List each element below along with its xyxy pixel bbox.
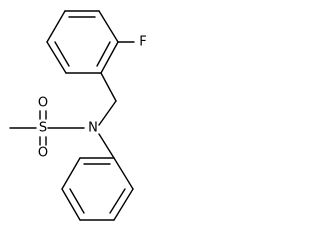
bond-ring2-c4-c5 <box>61 188 81 221</box>
bond-ring1-inner-right <box>96 41 111 67</box>
bond-n-phenyl <box>98 133 115 159</box>
atom-label-oxygen-lower: O <box>38 146 48 161</box>
bond-ring1-inner-left <box>54 41 70 67</box>
bond-ch2-n <box>98 100 117 126</box>
bond-ring2-c1-c2 <box>113 157 134 190</box>
bond-ring2-inner-right <box>109 188 126 214</box>
atom-label-sulfur: S <box>39 121 47 136</box>
atom-label-fluorine: F <box>139 35 146 50</box>
bond-ring1-c2-c3 <box>98 10 119 43</box>
bond-ring1-c6-c1 <box>46 10 66 43</box>
bond-ring2-inner-left <box>69 188 85 214</box>
bond-ring1-c5-c6 <box>46 41 67 74</box>
bond-ring-ch2 <box>100 72 117 102</box>
fluorophenyl-ring <box>46 10 119 74</box>
bond-ring2-c5-c6 <box>61 157 81 190</box>
atom-label-nitrogen: N <box>88 121 98 136</box>
atom-label-oxygen-upper: O <box>38 96 48 111</box>
chemical-structure-diagram: F N S O O <box>9 10 147 221</box>
bond-ring1-c3-c4 <box>100 41 119 74</box>
phenyl-ring <box>61 157 134 221</box>
bond-ring2-c2-c3 <box>113 188 134 221</box>
